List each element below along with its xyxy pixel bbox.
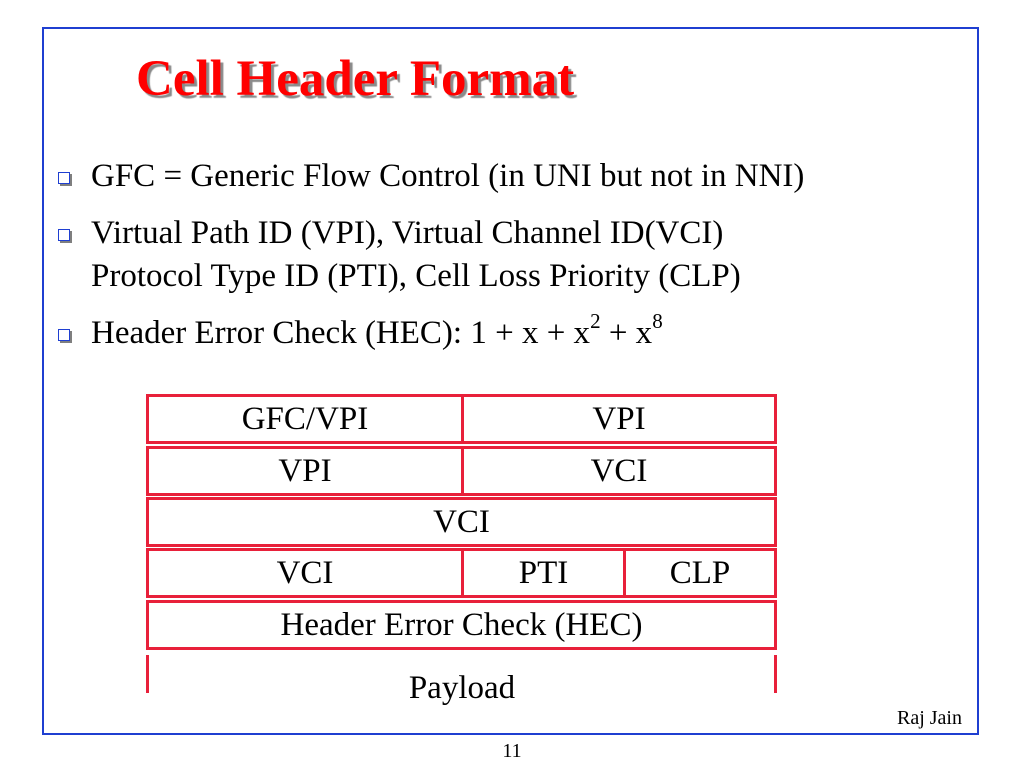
square-bullet-icon (58, 172, 70, 184)
cell-vpi: VPI (146, 446, 464, 496)
cell-vci-full: VCI (146, 497, 777, 547)
cell-clp: CLP (623, 548, 777, 598)
square-bullet-icon (58, 229, 70, 241)
cell-gfc-vpi: GFC/VPI (146, 394, 464, 444)
bullet-text: Header Error Check (HEC): 1 + x + x (91, 315, 591, 351)
page-number: 11 (502, 740, 522, 762)
bullet-text: + x (600, 315, 653, 351)
bullet-text-line-2: Protocol Type ID (PTI), Cell Loss Priori… (91, 258, 741, 294)
cell-hec: Header Error Check (HEC) (146, 600, 777, 650)
exponent: 8 (652, 309, 663, 333)
bullet-list: GFC = Generic Flow Control (in UNI but n… (54, 155, 964, 369)
square-bullet-icon (58, 329, 70, 341)
payload-right-bar (774, 655, 777, 693)
author: Raj Jain (897, 707, 962, 729)
bullet-text-line-1: Virtual Path ID (VPI), Virtual Channel I… (91, 215, 724, 251)
cell-vci: VCI (461, 446, 777, 496)
cell-pti: PTI (461, 548, 626, 598)
bullet-ids: Virtual Path ID (VPI), Virtual Channel I… (54, 212, 964, 298)
payload-label: Payload (408, 670, 516, 706)
slide-title: Cell Header Format (136, 51, 575, 107)
bullet-text: GFC = Generic Flow Control (in UNI but n… (91, 158, 805, 194)
slide-frame (42, 27, 979, 735)
payload-left-bar (146, 655, 149, 693)
bullet-hec: Header Error Check (HEC): 1 + x + x2 + x… (54, 309, 964, 355)
exponent: 2 (590, 309, 601, 333)
cell-vci: VCI (146, 548, 464, 598)
cell-vpi: VPI (461, 394, 777, 444)
bullet-gfc: GFC = Generic Flow Control (in UNI but n… (54, 155, 964, 198)
